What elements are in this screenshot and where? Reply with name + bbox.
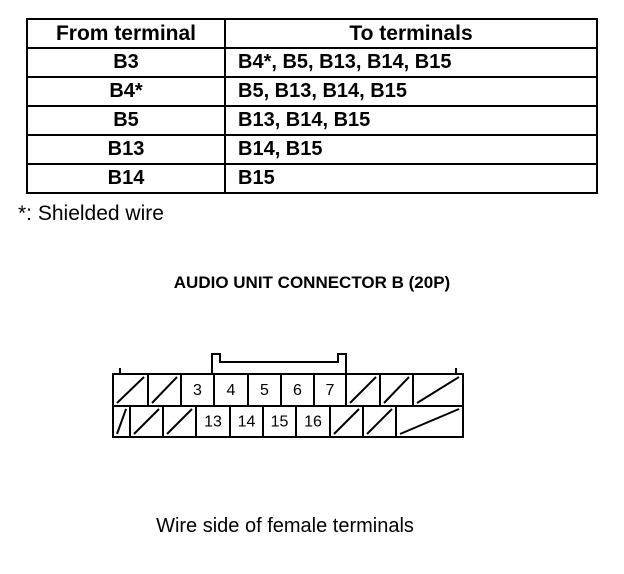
table-row: B4* B5, B13, B14, B15 xyxy=(26,76,598,107)
to-terminals-cell: B5, B13, B14, B15 xyxy=(224,76,598,107)
terminal-number: 6 xyxy=(293,382,302,399)
empty-cavity-hatch xyxy=(366,408,393,435)
empty-cavity-hatch xyxy=(166,408,193,435)
to-terminals-cell: B14, B15 xyxy=(224,134,598,165)
table-row: B3 B4*, B5, B13, B14, B15 xyxy=(26,47,598,78)
table-row: B13 B14, B15 xyxy=(26,134,598,165)
from-terminal-cell: B13 xyxy=(26,134,226,165)
terminal-number: 15 xyxy=(271,414,289,431)
empty-cavity-hatch xyxy=(333,408,360,435)
header-from-terminal: From terminal xyxy=(26,18,226,49)
terminal-number: 4 xyxy=(227,382,236,399)
terminal-number: 14 xyxy=(238,414,256,431)
to-terminals-cell: B4*, B5, B13, B14, B15 xyxy=(224,47,598,78)
shielded-wire-note: *: Shielded wire xyxy=(18,202,164,225)
to-terminals-cell: B15 xyxy=(224,163,598,194)
empty-cavity-hatch xyxy=(416,376,460,404)
terminal-number: 16 xyxy=(304,414,322,431)
terminal-number: 13 xyxy=(204,414,222,431)
empty-cavity-hatch xyxy=(133,408,160,435)
empty-cavity-hatch xyxy=(151,376,178,404)
header-to-terminals: To terminals xyxy=(224,18,598,49)
empty-cavity-hatch xyxy=(399,408,460,435)
from-terminal-cell: B5 xyxy=(26,105,226,136)
to-terminals-cell: B13, B14, B15 xyxy=(224,105,598,136)
from-terminal-cell: B14 xyxy=(26,163,226,194)
terminal-table: From terminal To terminals B3 B4*, B5, B… xyxy=(26,18,598,194)
empty-cavity-hatch xyxy=(383,376,410,404)
terminal-number: 7 xyxy=(326,382,335,399)
table-header-row: From terminal To terminals xyxy=(26,18,598,49)
empty-cavity-hatch xyxy=(349,376,377,404)
table-row: B5 B13, B14, B15 xyxy=(26,105,598,136)
from-terminal-cell: B4* xyxy=(26,76,226,107)
empty-cavity-hatch xyxy=(116,408,127,435)
table-row: B14 B15 xyxy=(26,163,598,194)
connector-lock-tab xyxy=(211,353,347,374)
terminal-number: 3 xyxy=(193,382,202,399)
connector-title: AUDIO UNIT CONNECTOR B (20P) xyxy=(173,273,451,292)
from-terminal-cell: B3 xyxy=(26,47,226,78)
empty-cavity-hatch xyxy=(116,376,145,404)
connector-caption: Wire side of female terminals xyxy=(156,515,414,537)
terminal-number: 5 xyxy=(260,382,269,399)
